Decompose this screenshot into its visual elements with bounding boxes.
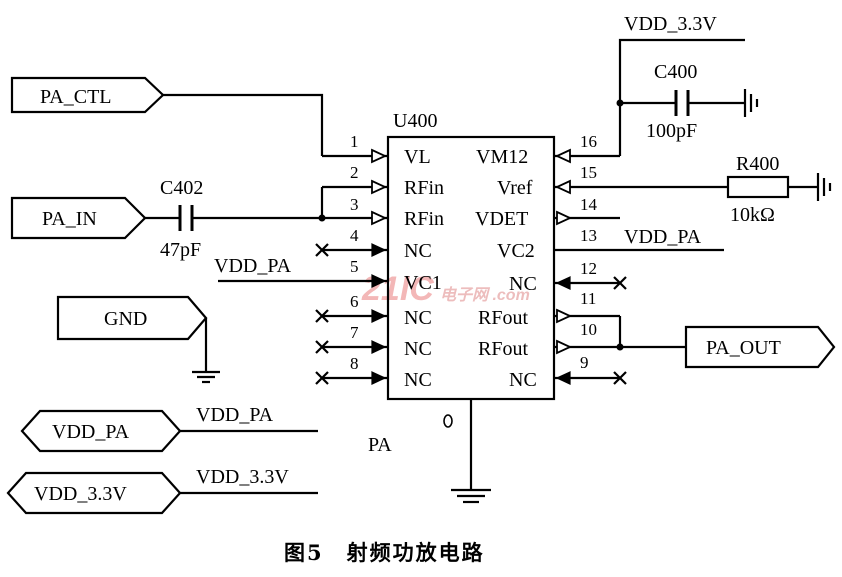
pin-number: 9	[580, 353, 589, 372]
r400-ref: R400	[736, 153, 779, 175]
pin-name: RFout	[478, 338, 528, 360]
no-connect-marks	[613, 276, 627, 385]
pin-name: NC	[404, 338, 432, 360]
vdd-pa-net-label-left: VDD_PA	[214, 255, 292, 277]
c400-ref: C400	[654, 61, 697, 83]
c400-value: 100pF	[646, 120, 697, 142]
pin-name: NC	[509, 369, 537, 391]
pa-ctl-port: PA_CTL	[10, 76, 324, 156]
vdd-33-net-label: VDD_3.3V	[196, 466, 289, 488]
pa-in-port: PA_IN	[10, 196, 180, 240]
pin-number: 16	[580, 132, 597, 151]
pin-number: 2	[350, 163, 359, 182]
pin-number: 13	[580, 226, 597, 245]
svg-text:GND: GND	[104, 308, 147, 330]
pin-name: NC	[509, 273, 537, 295]
vdd-pa-net-label-right: VDD_PA	[624, 226, 702, 248]
left-pin-list: 1 VL 2 RFin 3 RFin 4 NC 5 VC1 6 NC 7 NC	[218, 132, 444, 391]
pin-name: RFout	[478, 307, 528, 329]
ic-ref-label: U400	[393, 110, 437, 132]
junction-dot	[318, 214, 326, 222]
svg-text:VDD_3.3V: VDD_3.3V	[34, 483, 127, 505]
pin-number: 5	[350, 257, 359, 276]
vdd-33-port: VDD_3.3V VDD_3.3V	[6, 466, 318, 515]
vdd-pa-net-label: VDD_PA	[196, 404, 274, 426]
pin-number: 15	[580, 163, 597, 182]
resistor-r400: R400 10kΩ	[726, 153, 832, 226]
ic-ground-symbol	[451, 399, 491, 504]
pin-name: VL	[404, 146, 431, 168]
pin-name: RFin	[404, 177, 444, 199]
c402-ref: C402	[160, 177, 203, 199]
c402-value: 47pF	[160, 239, 201, 261]
r400-value: 10kΩ	[730, 204, 775, 226]
svg-text:电子网 .com: 电子网 .com	[440, 286, 530, 304]
pin-number: 10	[580, 320, 597, 339]
pin-number: 4	[350, 226, 359, 245]
svg-text:VDD_PA: VDD_PA	[52, 421, 130, 443]
svg-text:PA_IN: PA_IN	[42, 208, 97, 230]
vdd-33-supply: VDD_3.3V	[616, 13, 745, 156]
pin-number: 14	[580, 195, 598, 214]
no-connect-marks	[315, 243, 329, 385]
pin-name: NC	[404, 369, 432, 391]
pin-name: VC1	[404, 272, 442, 294]
pin-number: 7	[350, 323, 359, 342]
pin-name: RFin	[404, 208, 444, 230]
svg-text:PA_OUT: PA_OUT	[706, 337, 781, 359]
watermark: 21IC 电子网 .com	[361, 270, 530, 308]
pin-name: NC	[404, 240, 432, 262]
gnd-port: GND	[56, 295, 220, 384]
pin-number: 8	[350, 354, 359, 373]
pin-number: 3	[350, 195, 359, 214]
ic-name-label: PA	[368, 434, 392, 456]
capacitor-c402: C402 47pF	[160, 177, 322, 261]
pin-name: VC2	[497, 240, 535, 262]
pin-number: 12	[580, 259, 597, 278]
pin-number: 1	[350, 132, 359, 151]
junction-dot	[616, 343, 624, 351]
pin-name: Vref	[497, 177, 533, 199]
pin-name: VM12	[476, 146, 528, 168]
pa-out-port: PA_OUT	[684, 325, 836, 369]
svg-text:VDD_3.3V: VDD_3.3V	[624, 13, 717, 35]
pin-name: VDET	[475, 208, 528, 230]
svg-text:PA_CTL: PA_CTL	[40, 86, 112, 108]
pin-one-marker	[443, 414, 453, 428]
right-pin-list: 16 VM12 15 Vref 14 VDET 13 VC2 12 NC 11 …	[475, 132, 728, 391]
pin-number: 11	[580, 289, 596, 308]
pin-number: 6	[350, 292, 359, 311]
figure-caption: 图5 射频功放电路	[284, 540, 485, 565]
capacitor-c400: C400 100pF	[646, 61, 759, 142]
pin-name: NC	[404, 307, 432, 329]
vdd-pa-port: VDD_PA VDD_PA	[20, 404, 318, 453]
